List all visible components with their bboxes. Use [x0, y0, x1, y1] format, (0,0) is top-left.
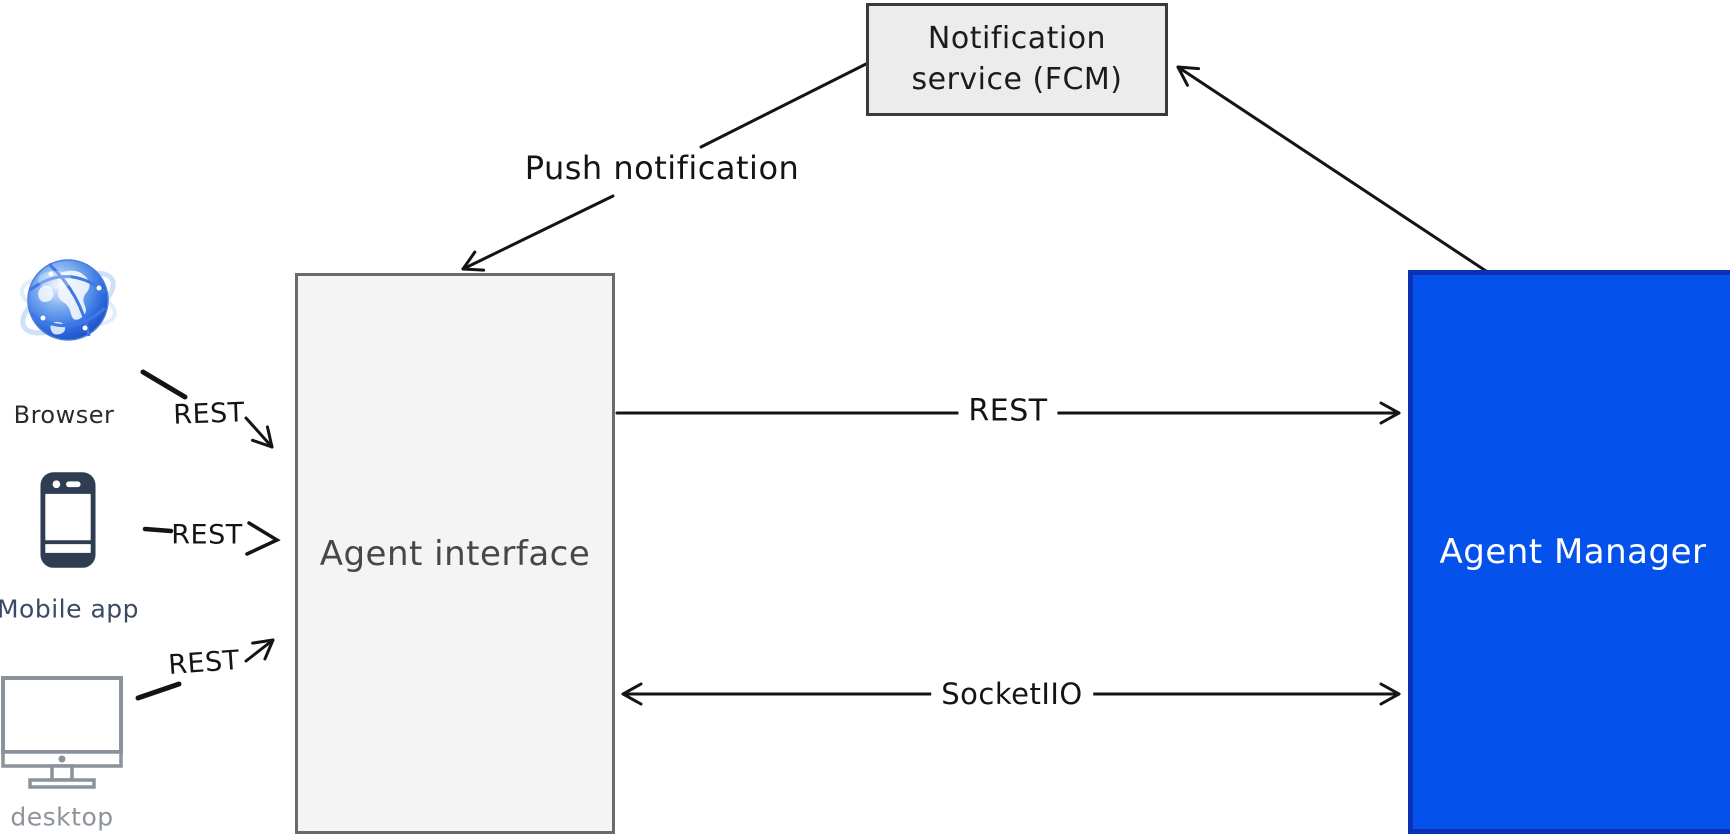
desktop-rest-stroke — [135, 681, 182, 701]
agent-manager-label: Agent Manager — [1439, 532, 1707, 572]
browser-label: Browser — [13, 401, 115, 429]
desktop-rest-arrow — [244, 638, 275, 663]
push-notification-label: Push notification — [524, 149, 800, 187]
agent-interface-label: Agent interface — [319, 533, 591, 574]
mobile-rest-stroke — [142, 526, 174, 534]
mobile-rest-arrowhead — [245, 521, 281, 556]
desktop-label: desktop — [10, 802, 114, 832]
notification-service-node: Notification service (FCM) — [866, 3, 1168, 116]
browser-rest-stroke — [140, 369, 188, 400]
agent-manager-node: Agent Manager — [1408, 270, 1730, 834]
globe-icon — [19, 259, 117, 341]
rest-browser-label: REST — [172, 397, 246, 431]
agent-interface-node: Agent interface — [295, 273, 615, 834]
push-notification-arrow — [461, 194, 615, 272]
notification-service-label-line1: Notification — [927, 21, 1107, 56]
push-notification-line-upper — [699, 62, 868, 149]
rest-desktop-label: REST — [167, 645, 241, 681]
socket-label: SocketIIO — [931, 677, 1093, 711]
rest-mobile-label: REST — [171, 519, 243, 551]
mobile-app-label: Mobile app — [0, 594, 140, 624]
notification-service-label-line2: service (FCM) — [911, 61, 1123, 97]
rest-main-label: REST — [958, 393, 1058, 429]
monitor-icon — [1, 676, 123, 789]
manager-to-fcm-arrow — [1176, 65, 1488, 273]
smartphone-icon — [40, 472, 96, 568]
browser-rest-arrow — [244, 416, 274, 449]
